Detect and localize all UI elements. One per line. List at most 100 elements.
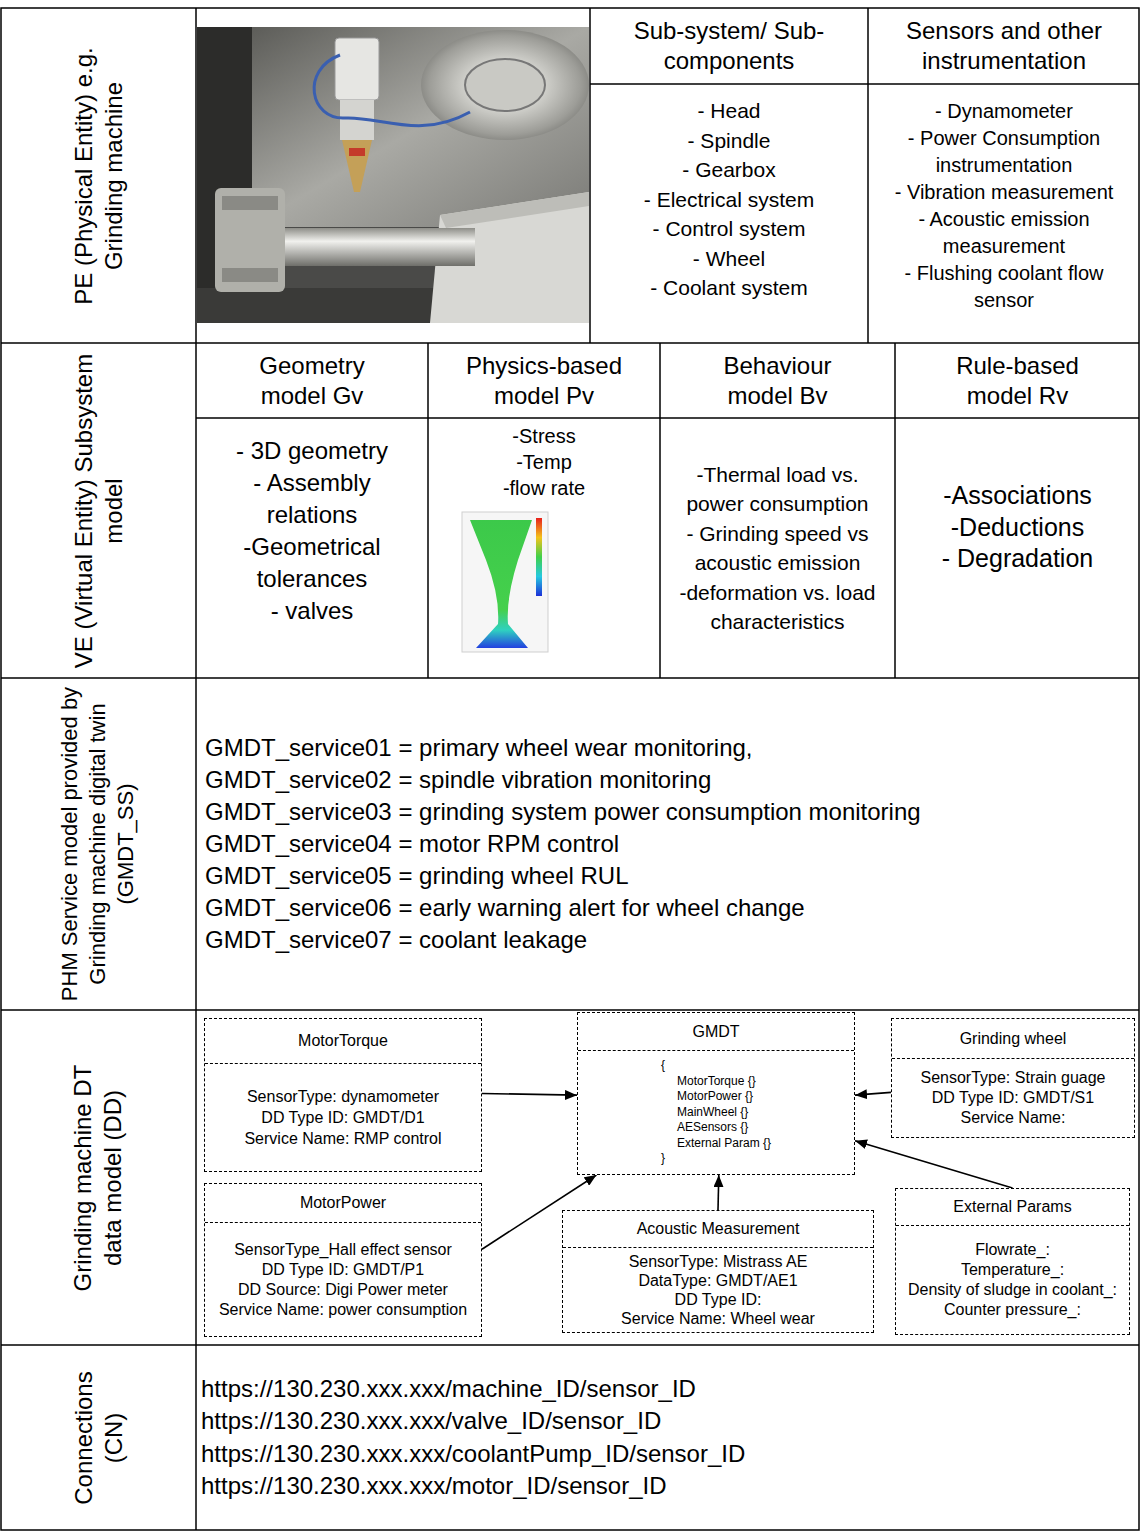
stress-contour-plot	[462, 512, 548, 652]
list-item: - Coolant system	[650, 273, 808, 303]
box-body-text: SensorType: Strain guageDD Type ID: GMDT…	[920, 1068, 1105, 1128]
list-item: -Temp	[516, 449, 572, 475]
field-line: SensorType_Hall effect sensor	[219, 1240, 467, 1260]
code-line: AESensors {}	[661, 1120, 771, 1136]
connection-url: https://130.230.xxx.xxx/coolantPump_ID/s…	[201, 1438, 745, 1471]
field-line: DD Type ID: GMDT/P1	[219, 1260, 467, 1280]
code-line: }	[661, 1151, 771, 1167]
box-header: MotorPower	[205, 1184, 481, 1223]
list-item: - Assembly relations	[206, 467, 418, 531]
list-item: - valves	[271, 595, 354, 627]
table-cell: - Dynamometer- Power Consumption instrum…	[868, 84, 1140, 343]
list-item: -Thermal load vs. power consumption	[668, 460, 887, 519]
machine-photo	[197, 27, 589, 323]
field-line: Flowrate_:	[908, 1240, 1117, 1260]
service-item: GMDT_service05 = grinding wheel RUL	[205, 860, 629, 892]
service-item: GMDT_service03 = grinding system power c…	[205, 796, 921, 828]
box-header: GMDT	[578, 1013, 854, 1051]
field-line: Service Name: Wheel wear	[621, 1309, 815, 1328]
list-item: - Gearbox	[682, 155, 775, 185]
list-item: -Deductions	[951, 512, 1084, 544]
box-title: GMDT	[692, 1022, 739, 1042]
box-body-text: Flowrate_:Temperature_:Density of sludge…	[908, 1240, 1117, 1320]
table-cell: GMDT_service01 = primary wheel wear moni…	[196, 678, 1140, 1010]
service-item: GMDT_service06 = early warning alert for…	[205, 892, 805, 924]
box-body-text: SensorType: dynamometerDD Type ID: GMDT/…	[244, 1086, 441, 1149]
table-cell: - Head- Spindle- Gearbox- Electrical sys…	[590, 84, 868, 343]
field-line: SensorType: Strain guage	[920, 1068, 1105, 1088]
box-body-text: SensorType_Hall effect sensorDD Type ID:…	[219, 1240, 467, 1320]
data-model-box: GMDT {MotorTorque {}MotorPower {}MainWhee…	[577, 1012, 855, 1175]
table-cell: Sensors and other instrumentation	[868, 8, 1140, 84]
table-cell: PHM Service model provided by Grinding m…	[8, 686, 188, 1002]
list-item: - Acoustic emission measurement	[874, 206, 1134, 260]
list-item: - Degradation	[942, 543, 1093, 575]
code-line: MainWheel {}	[661, 1105, 771, 1121]
row-heading: Grinding machine DT data model (DD)	[68, 1053, 128, 1303]
box-body: SensorType: Strain guageDD Type ID: GMDT…	[892, 1059, 1134, 1137]
row-heading: PHM Service model provided by Grinding m…	[56, 686, 140, 1002]
table-cell: - 3D geometry- Assembly relations-Geomet…	[196, 418, 428, 678]
service-item: GMDT_service01 = primary wheel wear moni…	[205, 732, 753, 764]
table-cell: https://130.230.xxx.xxx/machine_ID/senso…	[196, 1345, 1140, 1530]
code-line: {	[661, 1058, 771, 1074]
field-line: Service Name:	[920, 1108, 1105, 1128]
list-item: - Control system	[653, 214, 806, 244]
list-item: -Associations	[943, 480, 1092, 512]
row-heading: VE (Virtual Entity) Subsystem model	[68, 351, 128, 670]
list-item: - Spindle	[688, 126, 771, 156]
code-line: MotorPower {}	[661, 1089, 771, 1105]
data-model-box: External ParamsFlowrate_:Temperature_:De…	[895, 1188, 1130, 1335]
box-header: MotorTorque	[205, 1019, 481, 1064]
row-heading: Connections (CN)	[68, 1353, 128, 1522]
list-item: - Vibration measurement	[895, 179, 1114, 206]
box-header: External Params	[896, 1189, 1129, 1226]
list-item: - Electrical system	[644, 185, 814, 215]
table-cell: -Associations-Deductions- Degradation	[895, 418, 1140, 678]
column-heading: Sensors and other instrumentation	[874, 16, 1134, 76]
data-flow-arrow	[855, 1141, 1013, 1188]
data-model-box: MotorTorqueSensorType: dynamometerDD Typ…	[204, 1018, 482, 1172]
box-title: Grinding wheel	[960, 1029, 1067, 1049]
field-line: Counter pressure_:	[908, 1300, 1117, 1320]
list-item: - Dynamometer	[935, 98, 1073, 125]
list-item: -deformation vs. load characteristics	[668, 578, 887, 637]
data-model-box: Acoustic MeasurementSensorType: Mistrass…	[562, 1210, 874, 1333]
table-cell: Sub-system/ Sub-components	[590, 8, 868, 84]
field-line: Temperature_:	[908, 1260, 1117, 1280]
field-line: SensorType: dynamometer	[244, 1086, 441, 1107]
list-item: - Power Consumption instrumentation	[874, 125, 1134, 179]
code-line: MotorTorque {}	[661, 1074, 771, 1090]
code-line: External Param {}	[661, 1136, 771, 1152]
box-body-text: {MotorTorque {}MotorPower {}MainWheel {}…	[661, 1058, 771, 1167]
field-line: DD Source: Digi Power meter	[219, 1280, 467, 1300]
field-line: SensorType: Mistrass AE	[621, 1252, 815, 1271]
box-title: External Params	[953, 1197, 1071, 1217]
field-line: Density of sludge in coolant_:	[908, 1280, 1117, 1300]
data-model-box: MotorPowerSensorType_Hall effect sensorD…	[204, 1183, 482, 1337]
table-cell: Grinding machine DT data model (DD)	[8, 1053, 188, 1303]
table-cell: VE (Virtual Entity) Subsystem model	[8, 351, 188, 670]
list-item: -Stress	[512, 423, 575, 449]
table-cell: -Thermal load vs. power consumption- Gri…	[660, 418, 895, 678]
column-heading: Rule-based model Rv	[923, 351, 1112, 411]
service-item: GMDT_service04 = motor RPM control	[205, 828, 619, 860]
box-header: Grinding wheel	[892, 1019, 1134, 1059]
table-cell: Connections (CN)	[8, 1353, 188, 1522]
list-item: - Wheel	[693, 244, 765, 274]
field-line: Service Name: power consumption	[219, 1300, 467, 1320]
box-body-text: SensorType: Mistrass AEDataType: GMDT/AE…	[621, 1252, 815, 1328]
box-title: MotorTorque	[298, 1031, 388, 1051]
service-item: GMDT_service07 = coolant leakage	[205, 924, 587, 956]
box-body: SensorType: Mistrass AEDataType: GMDT/AE…	[563, 1248, 873, 1332]
column-heading: Physics-based model Pv	[448, 351, 640, 411]
field-line: DataType: GMDT/AE1	[621, 1271, 815, 1290]
box-body: Flowrate_:Temperature_:Density of sludge…	[896, 1226, 1129, 1334]
service-item: GMDT_service02 = spindle vibration monit…	[205, 764, 711, 796]
table-cell: PE (Physical Entity) e.g. Grinding machi…	[8, 16, 188, 335]
box-body: {MotorTorque {}MotorPower {}MainWheel {}…	[578, 1051, 854, 1174]
column-heading: Behaviour model Bv	[688, 351, 867, 411]
table-cell: Rule-based model Rv	[895, 343, 1140, 418]
table-cell: Geometry model Gv	[196, 343, 428, 418]
field-line: DD Type ID: GMDT/D1	[244, 1107, 441, 1128]
